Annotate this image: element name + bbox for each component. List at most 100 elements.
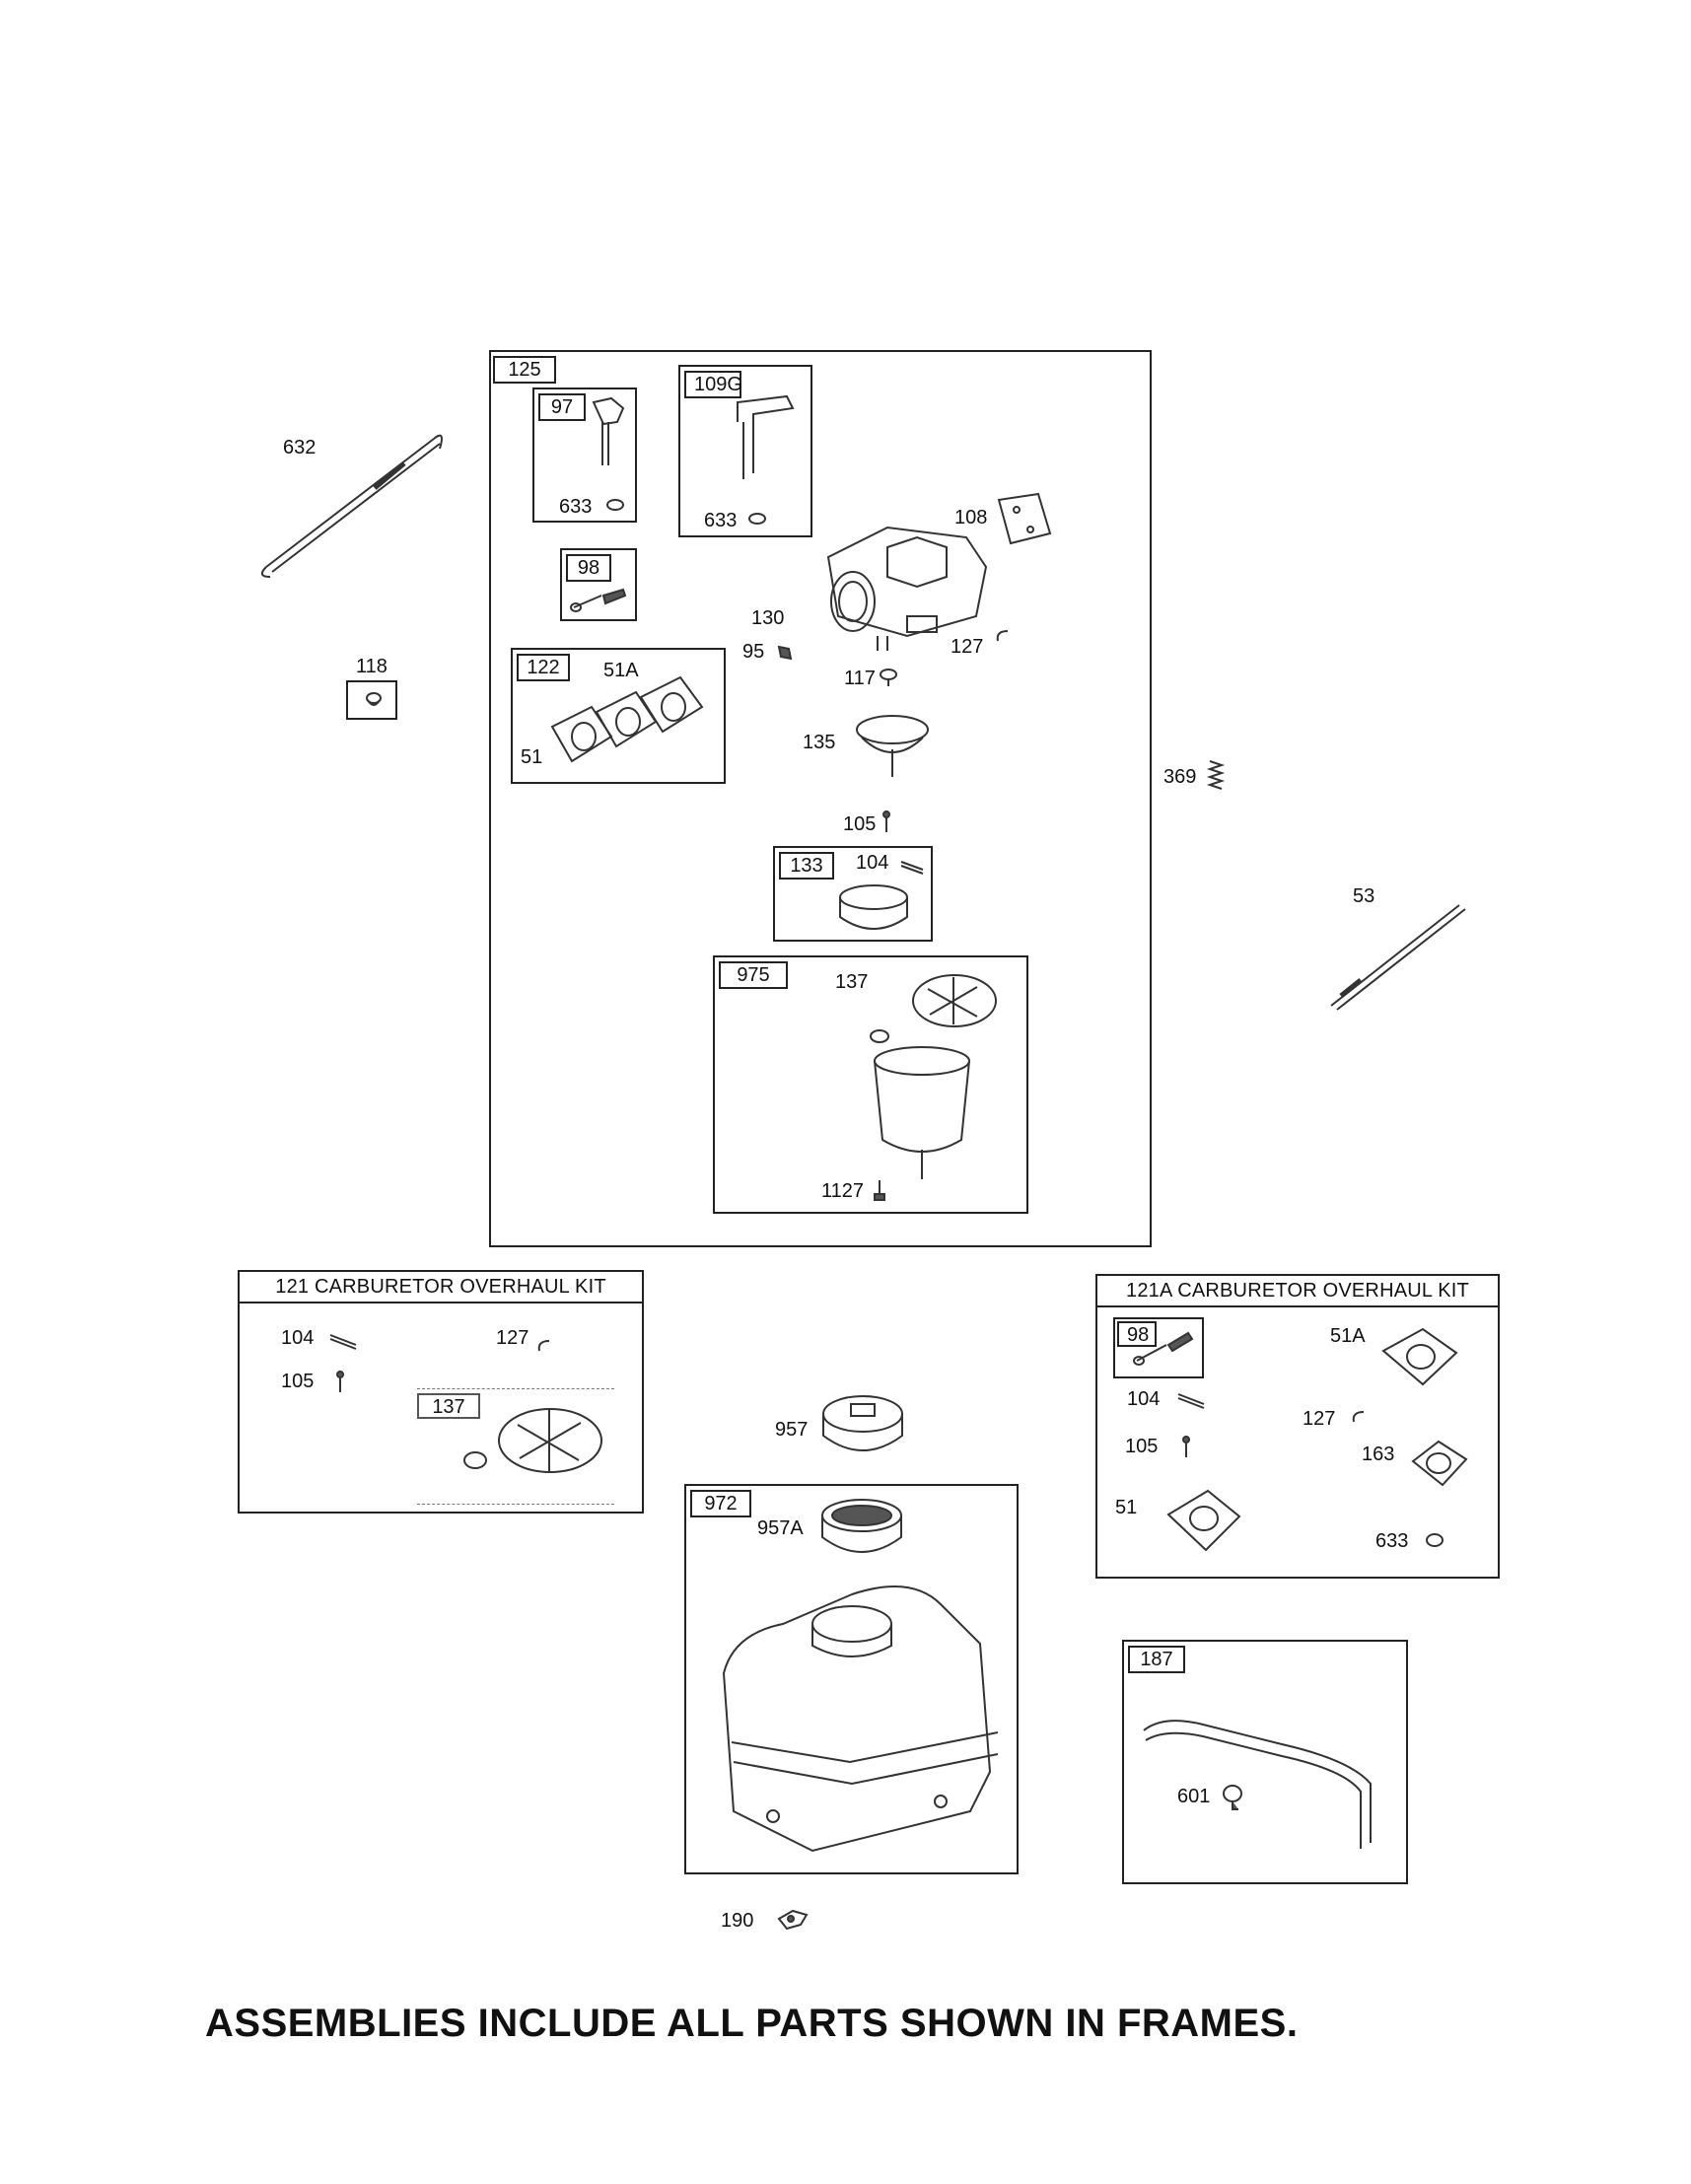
kit121A-label-633: 633 [1375, 1530, 1409, 1552]
kit121A-screw-drawing [1133, 1331, 1194, 1366]
governor-link-drawing [260, 434, 443, 578]
spring-369-drawing [1206, 760, 1226, 790]
oring-drawing [870, 1029, 889, 1043]
kit121A-gasket-51-drawing [1166, 1489, 1241, 1552]
bowl-assembly-frame: 975 137 1127 [713, 955, 1028, 1214]
kit121A-label-127: 127 [1303, 1408, 1336, 1430]
part-label-190: 190 [721, 1910, 754, 1932]
kit121A-gasket-163-drawing [1411, 1440, 1468, 1487]
needle-105-drawing [882, 810, 890, 832]
frame-tag-975: 975 [719, 961, 788, 989]
kit121-pin-104-drawing [329, 1334, 357, 1350]
throttle-lever-drawing [737, 394, 795, 479]
seal-633-b-drawing [748, 513, 766, 525]
kit121A-label-105: 105 [1125, 1436, 1159, 1457]
kit121-tag-137: 137 [417, 1393, 480, 1419]
overhaul-kit-121A-title: 121A CARBURETOR OVERHAUL KIT [1097, 1276, 1498, 1307]
choke-lever-frame: 97 633 [532, 387, 637, 523]
idle-screw-drawing [570, 588, 627, 612]
part-label-1127: 1127 [821, 1180, 865, 1202]
part-label-957: 957 [775, 1419, 809, 1441]
part-label-104: 104 [856, 852, 889, 874]
plate-108-drawing [997, 492, 1052, 545]
fuel-line-hose-drawing [1143, 1720, 1372, 1849]
kit121A-tag-98: 98 [1117, 1321, 1157, 1347]
kit121A-label-51: 51 [1115, 1497, 1138, 1518]
frame-tag-133: 133 [779, 852, 834, 880]
seal-633-drawing [606, 499, 624, 511]
bowl-975-drawing [874, 1046, 970, 1179]
kit121A-label-104: 104 [1127, 1388, 1161, 1410]
primer-bulb-frame: 118 [346, 655, 397, 720]
bolt-1127-drawing [874, 1180, 885, 1201]
gasket-137-drawing [912, 974, 997, 1027]
kit121A-gasket-51A-drawing [1381, 1327, 1458, 1386]
screw-kit-frame: 98 [560, 548, 637, 621]
kit121-clip-127-drawing [537, 1340, 550, 1352]
part-label-127: 127 [951, 636, 984, 658]
carburetor-body-drawing [826, 526, 988, 651]
clip-127-drawing [996, 630, 1009, 642]
diaphragm-135-drawing [856, 715, 929, 777]
frame-tag-98: 98 [566, 554, 611, 582]
part-label-105: 105 [843, 813, 877, 835]
part-label-130: 130 [751, 607, 785, 629]
frame-tag-109G: 109G [684, 371, 742, 398]
part-label-51A: 51A [603, 660, 639, 681]
part-label-117: 117 [844, 668, 876, 689]
part-label-633-a: 633 [559, 496, 593, 518]
primer-bulb-drawing [366, 692, 382, 706]
kit121A-label-51A: 51A [1330, 1325, 1366, 1347]
fuel-cap-957A-drawing [821, 1499, 902, 1553]
fuel-tank-assembly-frame: 972 957A [684, 1484, 1019, 1874]
kit121A-seal-633-drawing [1426, 1533, 1444, 1547]
gaskets-drawing [550, 675, 704, 763]
part-label-108: 108 [954, 507, 988, 528]
part-label-601: 601 [1177, 1786, 1211, 1807]
kit121-label-127: 127 [496, 1327, 529, 1349]
kit121A-pin-104-drawing [1177, 1393, 1205, 1409]
kit121-gasket-group: 137 [417, 1388, 614, 1505]
part-label-369: 369 [1163, 766, 1197, 788]
kit121A-screw-frame: 98 [1113, 1317, 1204, 1378]
kit121A-clip-127-drawing [1352, 1411, 1365, 1423]
overhaul-kit-121-frame: 121 CARBURETOR OVERHAUL KIT 104 127 105 … [238, 1270, 644, 1514]
fuel-cap-957-drawing [822, 1395, 903, 1451]
throttle-lever-frame: 109G 633 [678, 365, 812, 537]
float-kit-frame: 133 104 [773, 846, 933, 942]
link-53-drawing [1330, 904, 1466, 1011]
kit121-oring-drawing [463, 1451, 487, 1469]
fitting-95-drawing [777, 645, 793, 661]
kit121A-label-163: 163 [1362, 1444, 1395, 1465]
part-label-135: 135 [803, 732, 836, 753]
part-label-633-b: 633 [704, 510, 738, 531]
fitting-190-drawing [777, 1909, 809, 1931]
part-label-95: 95 [742, 641, 765, 663]
part-label-53: 53 [1353, 885, 1375, 907]
part-label-137: 137 [835, 971, 869, 993]
float-133-drawing [839, 884, 908, 930]
frame-tag-118: 118 [346, 655, 397, 682]
choke-lever-drawing [592, 396, 625, 465]
overhaul-kit-121-title: 121 CARBURETOR OVERHAUL KIT [240, 1272, 642, 1303]
frame-tag-972: 972 [690, 1490, 751, 1517]
part-label-632: 632 [283, 437, 317, 458]
screw-117-drawing [880, 669, 897, 686]
overhaul-kit-121A-frame: 121A CARBURETOR OVERHAUL KIT 98 51A 104 … [1095, 1274, 1500, 1579]
frame-tag-187: 187 [1128, 1646, 1185, 1673]
carburetor-assembly-frame: 125 [489, 350, 1152, 1247]
frame-tag-125: 125 [493, 356, 556, 384]
part-label-51: 51 [521, 746, 543, 768]
part-label-957A: 957A [757, 1517, 804, 1539]
kit121-label-104: 104 [281, 1327, 315, 1349]
frame-tag-122: 122 [517, 654, 570, 681]
kit121-gasket-137-drawing [498, 1408, 602, 1473]
kit121-label-105: 105 [281, 1371, 315, 1392]
footer-note: ASSEMBLIES INCLUDE ALL PARTS SHOWN IN FR… [205, 2002, 1299, 2045]
pin-104-drawing [900, 861, 924, 875]
frame-tag-97: 97 [538, 393, 586, 421]
fuel-tank-972-drawing [722, 1585, 999, 1853]
kit121-needle-105-drawing [336, 1371, 344, 1392]
gasket-set-frame: 122 51A 51 [511, 648, 726, 784]
